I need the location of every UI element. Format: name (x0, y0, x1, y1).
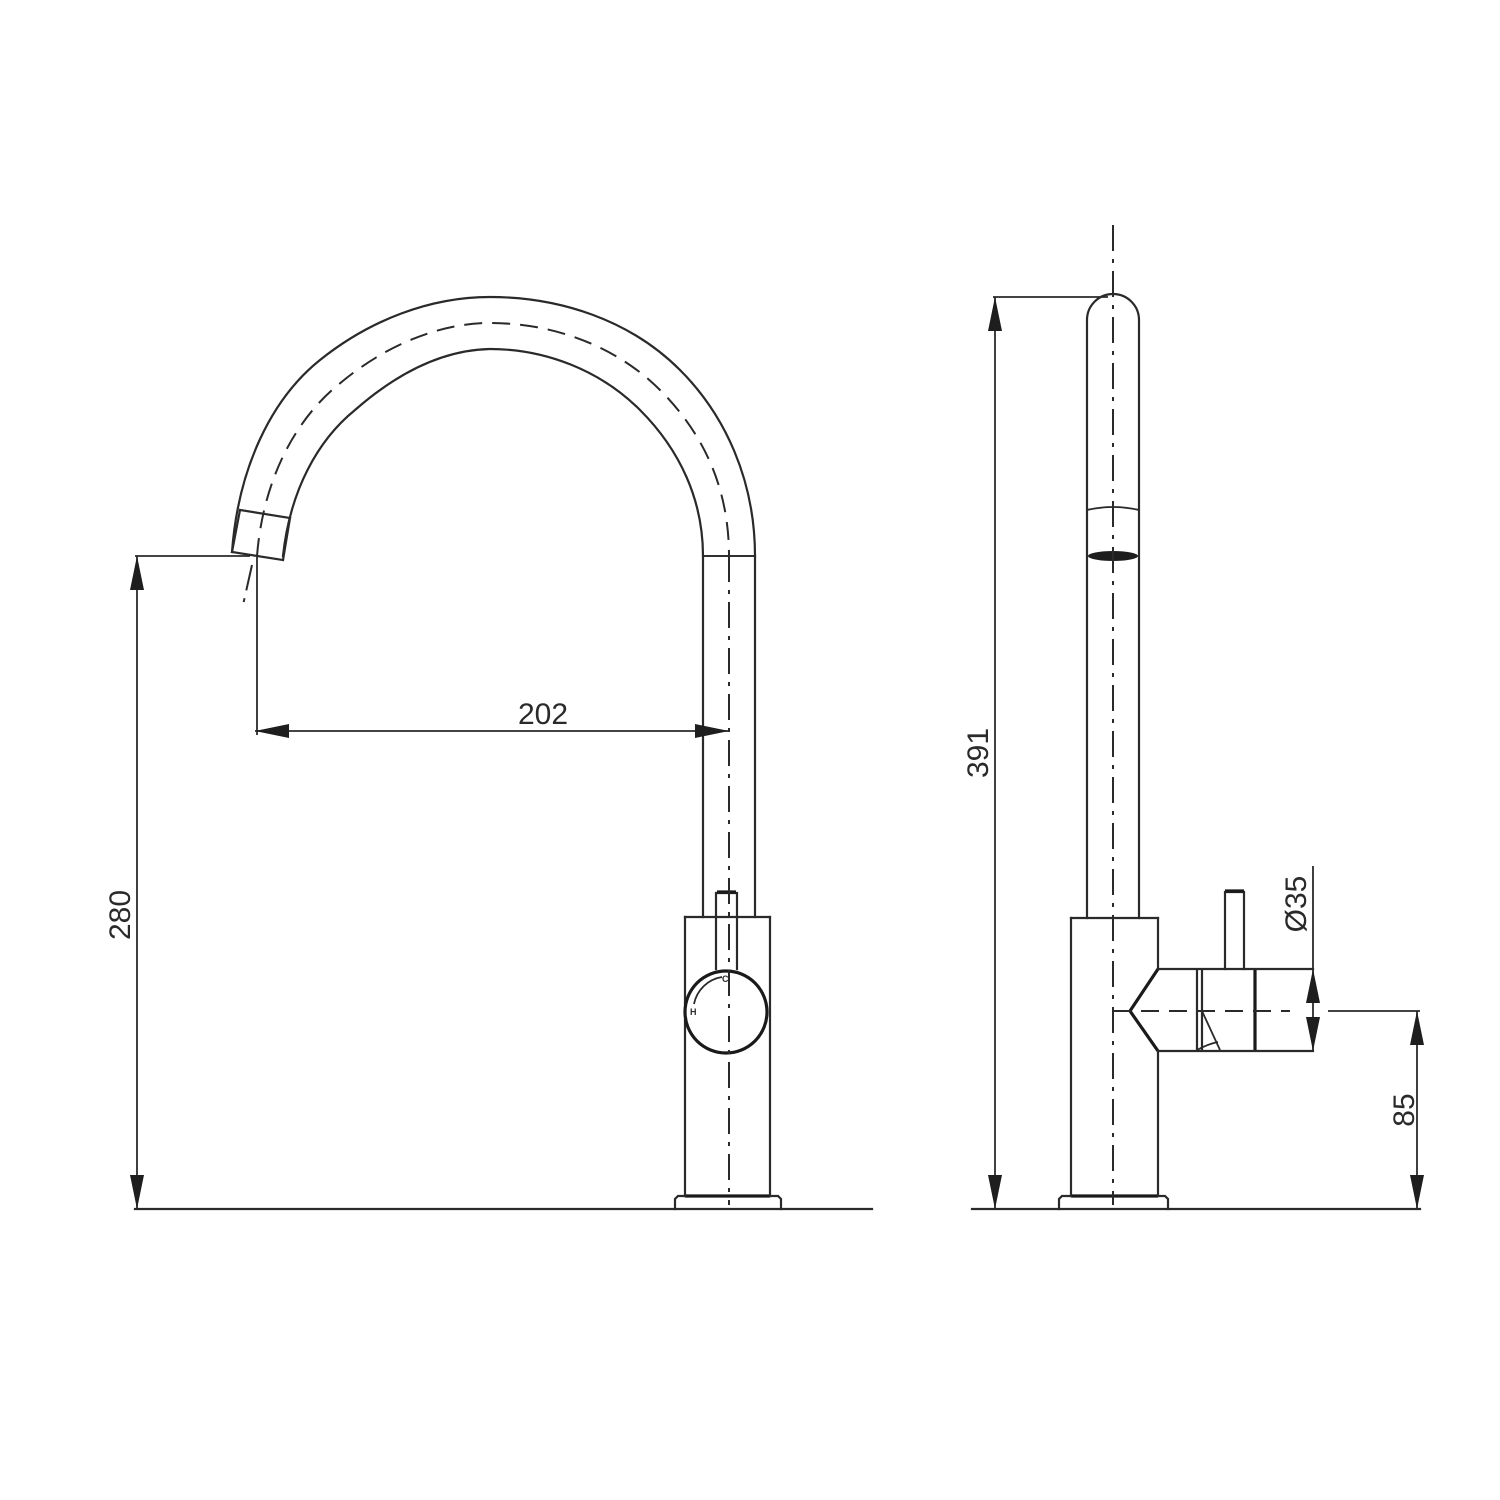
front-lever-handle (714, 890, 739, 971)
dim-body-diameter: Ø35 (1280, 866, 1320, 1051)
outlet-axis (242, 564, 253, 606)
front-base-plate (673, 1194, 783, 1211)
dim-body-diameter-label: Ø35 (1280, 876, 1313, 933)
front-spout-arch (230, 295, 757, 562)
dim-spout-reach: 202 (255, 556, 729, 738)
dim-spout-height-label: 280 (104, 890, 137, 940)
dim-overall-height-label: 391 (962, 728, 995, 778)
hot-marking: H (690, 1007, 697, 1017)
dim-spout-reach-label: 202 (518, 698, 568, 731)
dim-handle-height-label: 85 (1388, 1093, 1421, 1126)
dim-spout-height: 280 (104, 555, 250, 1209)
dim-overall-height: 391 (962, 296, 1108, 1209)
front-body (683, 915, 772, 1198)
cold-marking: C (722, 974, 729, 984)
dim-handle-height: 85 (1328, 1010, 1424, 1209)
side-body (1069, 916, 1160, 1198)
front-view: C H 280 (104, 295, 874, 1211)
side-view: 391 Ø35 85 (962, 225, 1424, 1211)
front-cartridge-dial: C H (683, 969, 769, 1055)
